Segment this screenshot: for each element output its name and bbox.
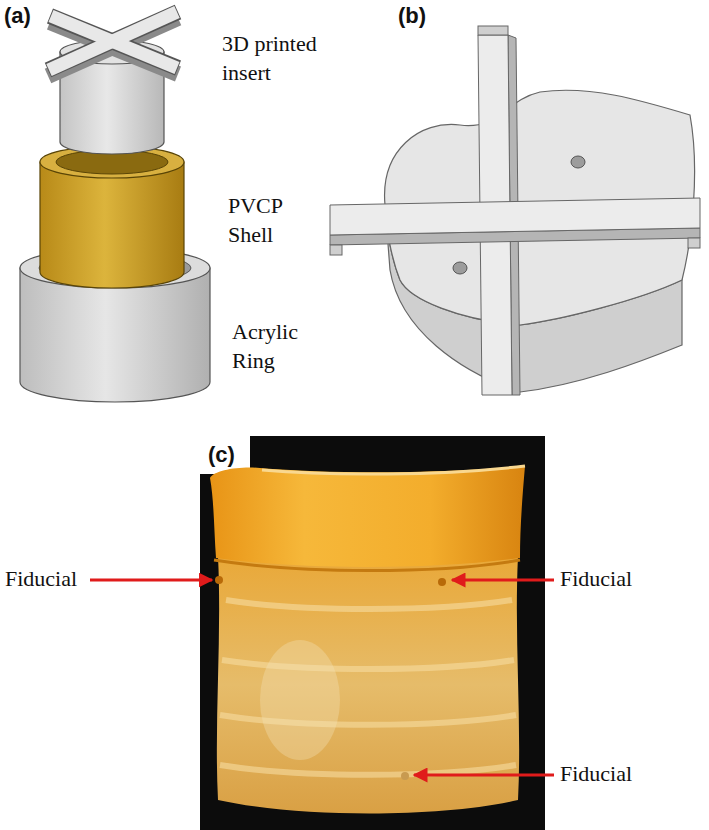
bar-foot	[478, 26, 508, 35]
phantom-upper	[210, 466, 525, 567]
shell-body	[40, 162, 184, 288]
phantom-seam	[214, 560, 520, 571]
fiducial-arrow	[414, 774, 554, 777]
fiducial-label: Fiducial	[560, 565, 632, 594]
fiducial-arrow	[452, 579, 554, 582]
phantom-photo	[200, 436, 545, 830]
part-name: 3D printed insert	[222, 30, 340, 87]
pvcp-shell	[40, 146, 184, 288]
insert-rendering	[330, 26, 700, 395]
photo-background	[200, 436, 545, 830]
bar-foot	[688, 238, 700, 248]
panel-label: (a)	[4, 2, 31, 31]
fiducial-mark	[215, 576, 223, 584]
fiducial-mark	[401, 772, 409, 780]
phantom-streaks	[220, 600, 516, 775]
part-name: PVCP Shell	[228, 192, 310, 249]
fiducial-label: Fiducial	[5, 565, 77, 594]
fiducial-label: Fiducial	[560, 760, 632, 789]
phantom-highlight	[260, 640, 340, 760]
bar-foot	[330, 245, 342, 255]
cross-outline	[48, 12, 178, 70]
panel-label: (c)	[208, 441, 235, 470]
hole	[453, 262, 467, 274]
panel-label: (b)	[398, 2, 426, 31]
cross-bar	[49, 12, 177, 70]
hole	[571, 156, 585, 168]
phantom-rim	[262, 466, 525, 474]
printed-insert	[48, 12, 178, 154]
fiducial-arrow	[90, 579, 212, 582]
cross-bar	[330, 198, 700, 235]
fiducial-mark	[438, 578, 446, 586]
part-name: Acrylic Ring	[232, 318, 324, 375]
